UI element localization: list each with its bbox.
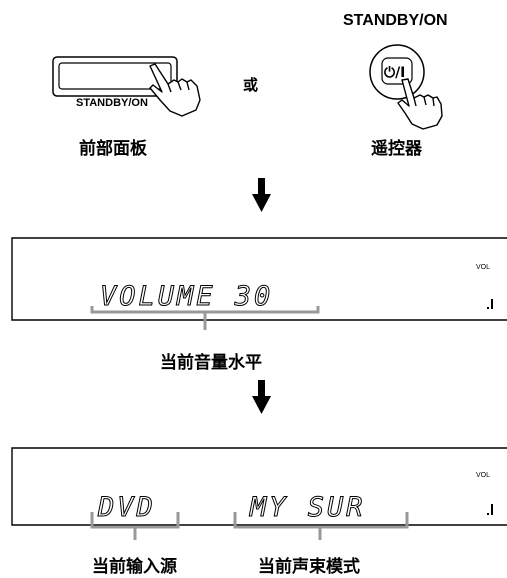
mode-display-text: MY SUR bbox=[249, 492, 366, 523]
power-icon: ⏻/I bbox=[384, 65, 405, 81]
display-panel-2: DVD MY SUR VOL bbox=[11, 447, 507, 540]
volume-display-text: VOLUME 30 bbox=[100, 281, 273, 312]
hand-pointer-icon bbox=[149, 63, 201, 117]
front-panel-standby-label: STANDBY/ON bbox=[76, 97, 148, 109]
remote-caption: 遥控器 bbox=[371, 139, 422, 159]
vol-indicator-label: VOL bbox=[476, 472, 490, 479]
arrow-down-icon bbox=[252, 380, 271, 414]
vol-level-bars bbox=[487, 504, 493, 515]
remote-standby-label: STANDBY/ON bbox=[343, 12, 448, 29]
beam-mode-caption: 当前声束模式 bbox=[258, 557, 360, 577]
hand-pointer-icon bbox=[397, 78, 443, 130]
volume-level-caption: 当前音量水平 bbox=[160, 353, 262, 373]
arrow-down-icon bbox=[252, 178, 271, 212]
vol-indicator-label: VOL bbox=[476, 264, 490, 271]
front-panel-caption: 前部面板 bbox=[79, 139, 147, 159]
input-source-caption: 当前输入源 bbox=[92, 557, 177, 577]
vol-level-bars bbox=[487, 299, 493, 309]
or-text: 或 bbox=[243, 76, 259, 94]
front-panel-button bbox=[52, 56, 178, 97]
display-panel-1: VOLUME 30 VOL bbox=[11, 237, 507, 330]
input-display-text: DVD bbox=[97, 492, 156, 523]
